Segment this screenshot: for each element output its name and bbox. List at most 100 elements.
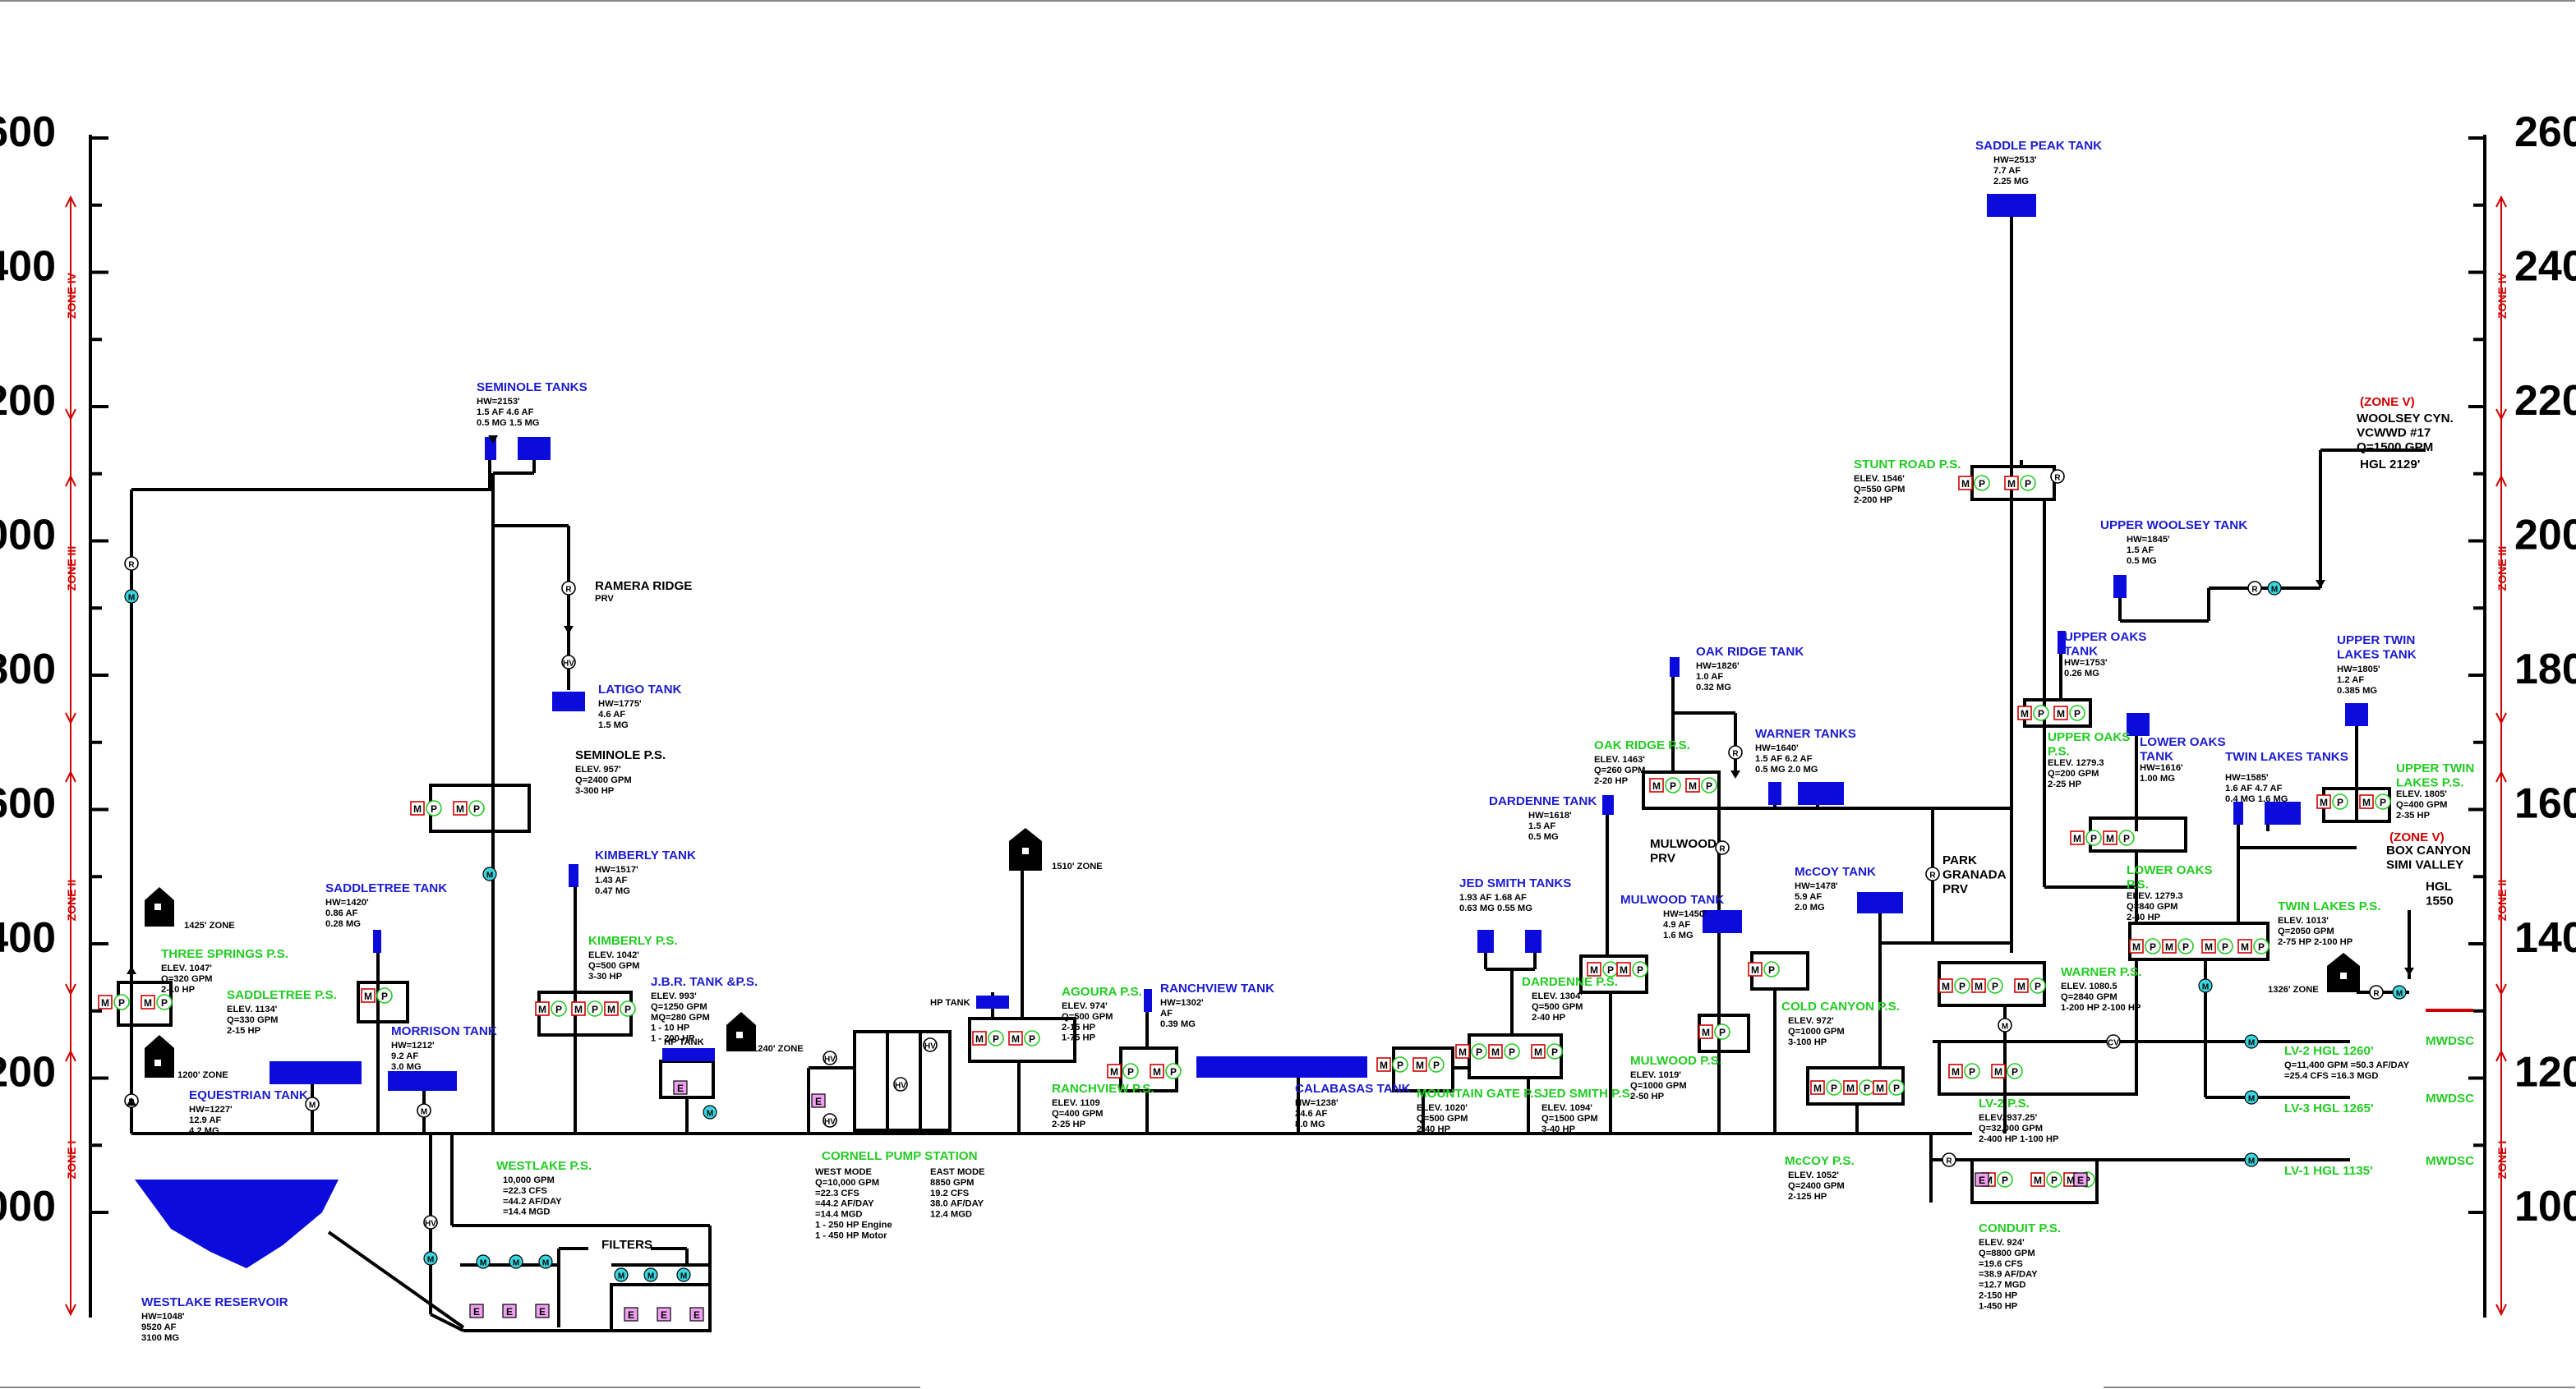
left-elevation-axis: 260024002200200018001600140012001000	[0, 108, 108, 1318]
label-line: LOWER OAKS	[2127, 863, 2213, 877]
label-line: 0.63 MG 0.55 MG	[1459, 904, 1532, 913]
valve-glyph: HV	[895, 1081, 906, 1090]
label-line: MULWOOD	[1650, 837, 1717, 851]
label-line: LV-1 HGL 1135'	[2284, 1164, 2373, 1178]
valve-glyph: R	[1719, 844, 1726, 853]
label-line: 2.0 MG	[1795, 903, 1825, 913]
label-line: DARDENNE P.S.	[1522, 975, 1618, 989]
label-line: RANCHVIEW TANK	[1160, 982, 1274, 996]
right-elevation-axis: 260024002200200018001600140012001000	[2468, 108, 2576, 1318]
label-line: FILTERS	[601, 1238, 652, 1252]
flow-meter-glyph: M	[680, 1272, 687, 1281]
label-line: 38.0 AF/DAY	[930, 1199, 984, 1209]
label-line: 1.5 AF 6.2 AF	[1755, 754, 1813, 764]
valve-glyph: HV	[563, 659, 574, 668]
label-jed-smith-ps-d: ELEV. 1094'Q=1500 GPM3-40 HP	[1541, 1103, 1598, 1134]
motor-icon-glyph: M	[413, 803, 422, 815]
valve-glyph: HV	[924, 1042, 936, 1051]
label-mwdsc2: MWDSC	[2426, 1092, 2474, 1106]
flow-arrow-icon	[2404, 968, 2414, 976]
label-seminole-ps: SEMINOLE P.S.	[575, 748, 666, 762]
motor-icon-glyph: M	[1994, 1066, 2002, 1078]
label-line: ELEV. 957'	[575, 765, 621, 775]
label-hgl1550: HGL1550	[2426, 880, 2454, 908]
label-upper-oaks-ps: UPPER OAKSP.S.	[2048, 730, 2130, 758]
label-line: HW=1640'	[1755, 743, 1799, 753]
label-line: MWDSC	[2426, 1092, 2474, 1106]
label-line: GRANADA	[1942, 867, 2007, 881]
label-westlake-ps-d: 10,000 GPM=22.3 CFS=44.2 AF/DAY=14.4 MGD	[503, 1175, 562, 1217]
label-oak-ridge-ps: OAK RIDGE P.S.	[1594, 738, 1690, 752]
left-zone-label: ZONE II	[65, 880, 78, 922]
pump-icon-glyph: P	[1768, 964, 1775, 976]
label-line: 7.7 AF	[1993, 166, 2021, 176]
right-tick-label: 1000	[2514, 1183, 2576, 1230]
pump-icon-glyph: P	[1831, 1083, 1837, 1094]
label-mccoy-ps: McCOY P.S.	[1785, 1154, 1855, 1168]
label-line: HW=2513'	[1993, 155, 2037, 165]
label-line: OAK RIDGE P.S.	[1594, 738, 1690, 752]
label-line: Q=1000 GPM	[1788, 1027, 1845, 1037]
left-tick-label: 1000	[0, 1183, 56, 1230]
motor-icon-glyph: M	[1961, 478, 1970, 490]
label-line: =14.4 MGD	[815, 1210, 863, 1220]
label-line: HW=1227'	[189, 1105, 233, 1115]
label-jed-smith-ps: JED SMITH P.S.	[1541, 1087, 1634, 1101]
pump-icon-glyph: P	[2035, 981, 2041, 992]
label-line: McCOY TANK	[1795, 865, 1876, 879]
label-ranchview-tank-d: HW=1302'AF0.39 MG	[1160, 998, 1204, 1029]
label-woolsey-cyn: WOOLSEY CYN.VCWWD #17Q=1500 GPM	[2357, 412, 2454, 454]
ranchview-tank	[1144, 989, 1152, 1012]
valve-glyph: R	[1929, 871, 1936, 880]
motor-icon-glyph: M	[456, 803, 464, 815]
label-line: JED SMITH TANKS	[1459, 876, 1571, 890]
valve-glyph: M	[2002, 1022, 2008, 1031]
label-line: MWDSC	[2426, 1154, 2474, 1168]
label-saddle-peak: SADDLE PEAK TANK	[1975, 139, 2102, 153]
motor-icon-glyph: M	[1952, 1066, 1960, 1078]
upper-twin-lakes-tank	[2345, 703, 2368, 726]
left-tick-label: 2600	[0, 108, 56, 156]
label-line: SADDLETREE P.S.	[227, 988, 337, 1002]
motor-icon-glyph: M	[1813, 1083, 1822, 1094]
label-line: RANCHVIEW P.S.	[1052, 1082, 1154, 1096]
label-line: PRV	[1650, 851, 1676, 865]
label-latigo-d: HW=1775'4.6 AF1.5 MG	[598, 699, 642, 730]
label-line: SIMI VALLEY	[2386, 858, 2463, 872]
label-line: 2-25 HP	[1052, 1120, 1086, 1129]
label-lower-oaks-tank-d: HW=1616'1.00 MG	[2140, 763, 2183, 784]
label-line: Q=8800 GPM	[1979, 1249, 2035, 1258]
label-line: SADDLETREE TANK	[325, 881, 447, 895]
engine-glyph: E	[506, 1306, 513, 1318]
label-line: =22.3 CFS	[815, 1189, 859, 1198]
label-line: Q=1500 GPM	[1541, 1114, 1598, 1124]
label-zone-v-2: (ZONE V)	[2389, 830, 2445, 844]
label-upper-twin-ps: UPPER TWINLAKES P.S.	[2396, 761, 2474, 789]
valve-glyph: CV	[2108, 1038, 2119, 1047]
right-tick-label: 2400	[2514, 243, 2576, 291]
label-three-springs-d: ELEV. 1047'Q=320 GPM2-10 HP	[161, 964, 213, 995]
motor-icon-glyph: M	[2241, 941, 2249, 953]
label-line: 1.5 AF	[1528, 821, 1555, 831]
motor-icon-glyph: M	[1751, 964, 1759, 976]
label-line: McCOY P.S.	[1785, 1154, 1855, 1168]
label-line: DARDENNE TANK	[1489, 794, 1597, 808]
label-line: 1-200 HP 2-100 HP	[2061, 1003, 2141, 1013]
label-lv2-ps-d: ELEV. 937.25'Q=32,000 GPM2-400 HP 1-100 …	[1979, 1113, 2059, 1144]
label-zone1425: 1425' ZONE	[184, 921, 235, 931]
label-line: HW=1212'	[391, 1041, 435, 1051]
label-line: 1425' ZONE	[184, 921, 235, 931]
label-line: PRV	[595, 594, 614, 604]
label-line: LOWER OAKS	[2140, 735, 2226, 749]
label-line: 1326' ZONE	[2268, 985, 2319, 995]
label-line: SEMINOLE TANKS	[477, 380, 588, 394]
label-hptank1: HP TANK	[664, 1037, 704, 1047]
calabasas-tank	[1196, 1056, 1367, 1078]
label-line: ELEV. 1134'	[227, 1005, 278, 1014]
pump-icon-glyph: P	[161, 997, 168, 1009]
label-line: 10,000 GPM	[503, 1175, 555, 1185]
label-lv2-hgl-d: Q=11,400 GPM =50.3 AF/DAY=25.4 CFS =16.3…	[2284, 1060, 2410, 1081]
cornell-hp-tank	[976, 996, 1009, 1009]
left-tick-label: 1600	[0, 780, 56, 828]
